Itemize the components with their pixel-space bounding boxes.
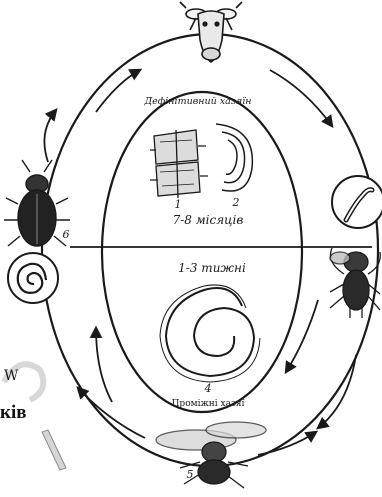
arrow-bottom-right xyxy=(258,432,316,455)
watermark-pencil xyxy=(42,430,66,470)
vertebra-icon xyxy=(150,130,208,198)
beetle-icon xyxy=(4,160,70,246)
label-5: 5 xyxy=(187,468,194,481)
label-2: 2 xyxy=(232,196,240,209)
label-4: 4 xyxy=(204,382,212,395)
label-6: 6 xyxy=(63,228,70,241)
watermark-small: W xyxy=(4,368,19,384)
bottom-duration: 1-3 тижні xyxy=(178,261,246,275)
cow-head-icon xyxy=(180,2,242,62)
arrow-inner-left-up xyxy=(96,328,112,402)
inner-bottom-label: Проміжні хазяї xyxy=(172,399,245,409)
watermark-text: ків xyxy=(0,402,27,424)
label-1: 1 xyxy=(175,198,182,211)
inner-top-label: Дефінітивний хазяїн xyxy=(143,96,251,107)
arrow-bottom-left xyxy=(78,388,145,438)
coiled-larva-large-icon xyxy=(160,285,260,382)
inner-ellipse xyxy=(102,92,302,412)
top-duration: 7-8 місяців xyxy=(173,213,244,227)
coiled-worm-icon xyxy=(216,124,252,191)
arrow-left xyxy=(44,110,56,162)
arrow-inner-right-down xyxy=(286,300,318,372)
coiled-larva-circle xyxy=(8,253,58,303)
arrow-top-left xyxy=(96,70,140,112)
housefly-icon xyxy=(156,422,266,488)
arrow-top-right xyxy=(270,70,332,126)
